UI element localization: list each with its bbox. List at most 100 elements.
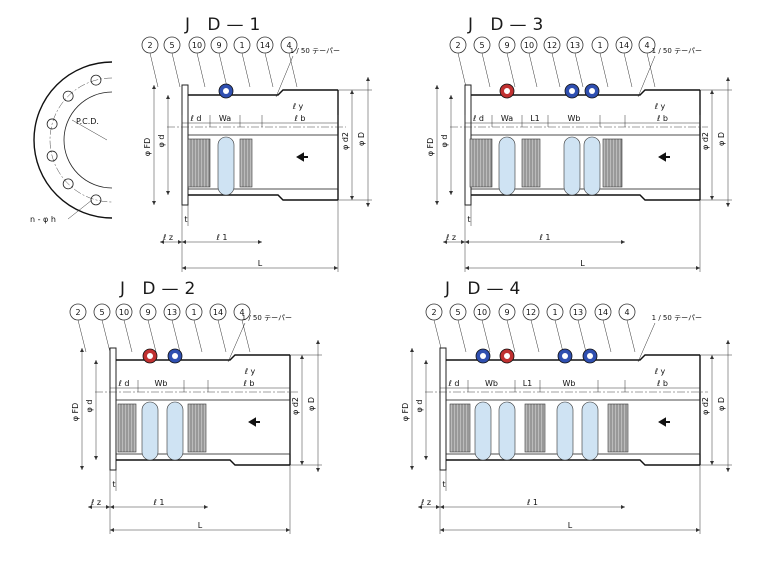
part-number: 10 bbox=[192, 41, 202, 50]
balloon-circle bbox=[163, 303, 181, 321]
part-number: 13 bbox=[167, 308, 177, 317]
seal-column bbox=[166, 401, 184, 461]
seal-column bbox=[581, 401, 599, 461]
label-l1: ℓ 1 bbox=[216, 233, 228, 242]
arrowhead bbox=[160, 240, 164, 244]
leader-line bbox=[241, 319, 251, 353]
part-number: 14 bbox=[213, 308, 223, 317]
part-number: 13 bbox=[573, 308, 583, 317]
arrowhead bbox=[449, 95, 453, 99]
inner-pipe bbox=[115, 399, 291, 455]
arrowhead bbox=[440, 505, 444, 509]
ring-section bbox=[602, 138, 623, 188]
taper-label: 1 / 50 テーパー bbox=[242, 314, 292, 322]
arrowhead bbox=[726, 203, 730, 207]
leader-line bbox=[147, 319, 157, 353]
label-D: φ D bbox=[717, 397, 726, 411]
part-balloon: 14 bbox=[256, 36, 274, 88]
arrowhead bbox=[88, 505, 92, 509]
part-balloon: 2 bbox=[449, 36, 467, 88]
label-d2: φ d2 bbox=[701, 397, 710, 415]
leader-line bbox=[77, 319, 87, 353]
label-ly: ℓ y bbox=[292, 102, 304, 111]
arrowhead bbox=[366, 203, 370, 207]
arrowhead bbox=[316, 340, 320, 344]
body-outline-bottom bbox=[446, 459, 700, 466]
balloon-circle bbox=[163, 36, 181, 54]
bolt-hole bbox=[62, 90, 74, 102]
body-outline-bottom bbox=[116, 459, 290, 466]
leader-line bbox=[101, 319, 111, 353]
body-outline-top bbox=[471, 89, 700, 96]
seal-core bbox=[172, 353, 178, 359]
balloon-circle bbox=[93, 303, 111, 321]
leader-line bbox=[241, 52, 251, 88]
arrowhead bbox=[465, 266, 469, 270]
pcd-arc bbox=[49, 77, 113, 203]
part-number: 9 bbox=[504, 308, 509, 317]
label-ly: ℓ y bbox=[244, 367, 256, 376]
flange-plate bbox=[181, 84, 189, 206]
label-t: t bbox=[112, 480, 115, 489]
section-label: Wa bbox=[219, 114, 231, 123]
section-label: Wb bbox=[568, 114, 581, 123]
label-L: L bbox=[198, 521, 203, 530]
arrowhead bbox=[350, 196, 354, 200]
part-balloon: 4 bbox=[280, 36, 298, 88]
arrowhead bbox=[178, 240, 182, 244]
part-number: 12 bbox=[526, 308, 536, 317]
label-fd: φ FD bbox=[143, 138, 152, 157]
part-balloon: 2 bbox=[69, 303, 87, 353]
label-l1: ℓ 1 bbox=[153, 498, 165, 507]
part-number: 4 bbox=[624, 308, 629, 317]
part-number: 14 bbox=[598, 308, 608, 317]
balloon-circle bbox=[638, 36, 656, 54]
part-number: 10 bbox=[477, 308, 487, 317]
taper-label: 1 / 50 テーパー bbox=[652, 47, 702, 55]
body-outline-top bbox=[188, 89, 338, 96]
seal-core bbox=[223, 88, 229, 94]
pcd-leader bbox=[71, 119, 108, 141]
seal-column bbox=[141, 401, 159, 461]
part-balloon: 14 bbox=[594, 303, 612, 353]
arrowhead bbox=[94, 360, 98, 364]
part-balloon: 4 bbox=[233, 303, 251, 353]
arrowhead bbox=[465, 240, 469, 244]
body-outline-bottom bbox=[471, 194, 700, 201]
balloon-circle bbox=[256, 36, 274, 54]
part-balloon: 9 bbox=[139, 303, 157, 353]
section-label: ℓ d bbox=[190, 114, 202, 123]
arrowhead bbox=[440, 528, 444, 532]
flow-arrow bbox=[248, 417, 260, 427]
label-d2: φ d2 bbox=[291, 397, 300, 415]
leader-line bbox=[196, 52, 206, 88]
leader-line bbox=[599, 52, 609, 88]
arrowhead bbox=[435, 201, 439, 205]
part-number: 2 bbox=[431, 308, 436, 317]
leader-line bbox=[218, 52, 228, 88]
part-balloon: 5 bbox=[93, 303, 111, 353]
part-number: 10 bbox=[119, 308, 129, 317]
leader-line bbox=[217, 319, 227, 353]
taper-leader bbox=[275, 55, 294, 98]
balloon-circle bbox=[615, 36, 633, 54]
part-number: 1 bbox=[239, 41, 244, 50]
label-l1: ℓ 1 bbox=[539, 233, 551, 242]
leader-line bbox=[577, 319, 587, 353]
seal-column bbox=[217, 136, 235, 196]
part-number: 2 bbox=[455, 41, 460, 50]
section-label: ℓ d bbox=[448, 379, 460, 388]
arrowhead bbox=[435, 85, 439, 89]
flange-plate bbox=[439, 347, 447, 471]
leader-line bbox=[193, 319, 203, 353]
arrowhead bbox=[110, 528, 114, 532]
taper-leader bbox=[227, 322, 246, 363]
label-fd: φ FD bbox=[426, 138, 435, 157]
arrowhead bbox=[696, 266, 700, 270]
section-label: ℓ b bbox=[294, 114, 306, 123]
section-label: ℓ d bbox=[118, 379, 130, 388]
seal-core bbox=[587, 353, 593, 359]
label-d2: φ d2 bbox=[341, 132, 350, 150]
ring-section bbox=[187, 138, 211, 188]
